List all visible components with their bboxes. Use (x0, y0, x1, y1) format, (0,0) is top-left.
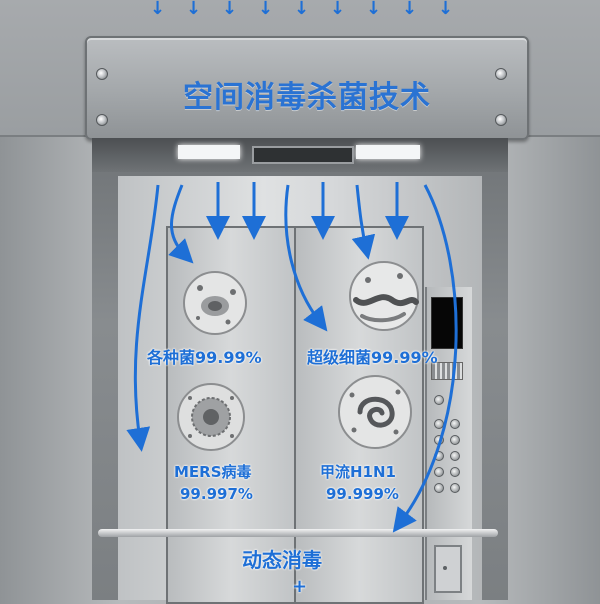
screw-icon (96, 68, 108, 80)
arrow-down-icon: ↓ (438, 0, 454, 19)
super-bacteria-kill-rate: 超级细菌99.99% (307, 348, 438, 367)
arrow-down-icon: ↓ (258, 0, 274, 19)
floor-button[interactable] (434, 419, 444, 429)
slot-dot (443, 566, 447, 570)
arrow-down-icon: ↓ (330, 0, 346, 19)
handrail (98, 529, 498, 537)
floor-button[interactable] (434, 451, 444, 461)
floor-button[interactable] (434, 467, 444, 477)
plus-sign: + (292, 576, 308, 597)
service-slot (434, 545, 462, 593)
display-screen (431, 297, 463, 349)
floor-button[interactable] (450, 419, 460, 429)
floor-button[interactable] (434, 435, 444, 445)
screw-icon (495, 114, 507, 126)
h1n1-flu-label: 甲流H1N1 (320, 463, 396, 481)
arrow-down-icon: ↓ (222, 0, 238, 19)
floor-button[interactable] (434, 395, 444, 405)
floor-button[interactable] (450, 467, 460, 477)
screw-icon (495, 68, 507, 80)
floor-button[interactable] (450, 483, 460, 493)
mers-kill-rate: 99.997% (180, 485, 253, 503)
dynamic-disinfection-label: 动态消毒 (242, 548, 322, 572)
sign-title: 空间消毒杀菌技术 (183, 80, 431, 115)
arrow-down-icon: ↓ (150, 0, 166, 19)
floor-button[interactable] (450, 451, 460, 461)
arrow-down-icon: ↓ (402, 0, 418, 19)
ceiling-light (356, 145, 420, 159)
ceiling-vent (252, 146, 354, 164)
germs-kill-rate: 各种菌99.99% (147, 348, 262, 367)
disinfection-sign: 空间消毒杀菌技术 (85, 36, 529, 140)
arrow-down-icon: ↓ (294, 0, 310, 19)
screw-icon (96, 114, 108, 126)
arrow-down-icon: ↓ (186, 0, 202, 19)
arrow-down-icon: ↓ (366, 0, 382, 19)
floor-button[interactable] (434, 483, 444, 493)
h1n1-kill-rate: 99.999% (326, 485, 399, 503)
floor-button[interactable] (450, 435, 460, 445)
ceiling-light (178, 145, 240, 159)
mers-virus-label: MERS病毒 (174, 463, 252, 481)
